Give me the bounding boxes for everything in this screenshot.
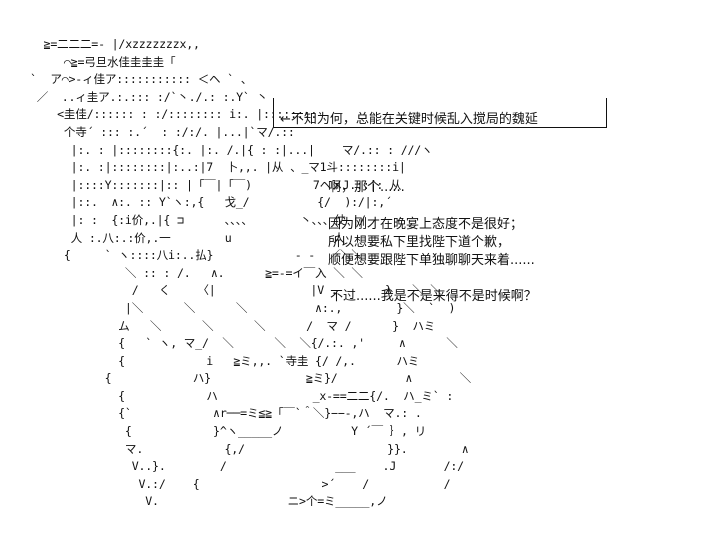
dialogue-line-5: 不过......我是不是来得不是时候啊？ <box>330 289 537 304</box>
ascii-art-figure: ≧=二二二=- |/xzzzzzzzx,, ⌒≧=弓旦水佳圭圭圭「 ` ア⌒>-… <box>30 36 471 511</box>
dialogue-line-1: 啊，那个...... <box>328 180 405 195</box>
ascii-art-part-5: ` : {` ∧r──=ミ≦≧「￣`＾＼}−−-,ハ マ.: . { }^ヽ__… <box>118 388 469 509</box>
caption-text: ←不知为何，总能在关键时候乱入搅局的魏延 <box>280 112 538 127</box>
dialogue-line-4: 顺便想要跟陛下单独聊聊天来着...... <box>328 253 535 268</box>
ascii-art-part-1: ≧=二二二=- |/xzzzzzzzx,, ⌒≧=弓旦水佳圭圭圭「 ` ア⌒>-… <box>30 37 458 368</box>
caption-box <box>273 98 607 128</box>
dialogue-line-2: 因为刚才在晚宴上态度不是很好； <box>328 217 524 232</box>
ascii-art-part-3: { ハ} ≧ミ <box>30 371 325 386</box>
dialogue-line-3: 所以想要私下里找陛下道个歉， <box>328 235 511 250</box>
ascii-art-part-2: ,,. `寺圭 {/ /,. ハミ <box>251 353 420 368</box>
ascii-art-part-4: }/ ∧ ＼ { ハ _x-==二二{/. ハ_ミ <box>118 371 471 403</box>
